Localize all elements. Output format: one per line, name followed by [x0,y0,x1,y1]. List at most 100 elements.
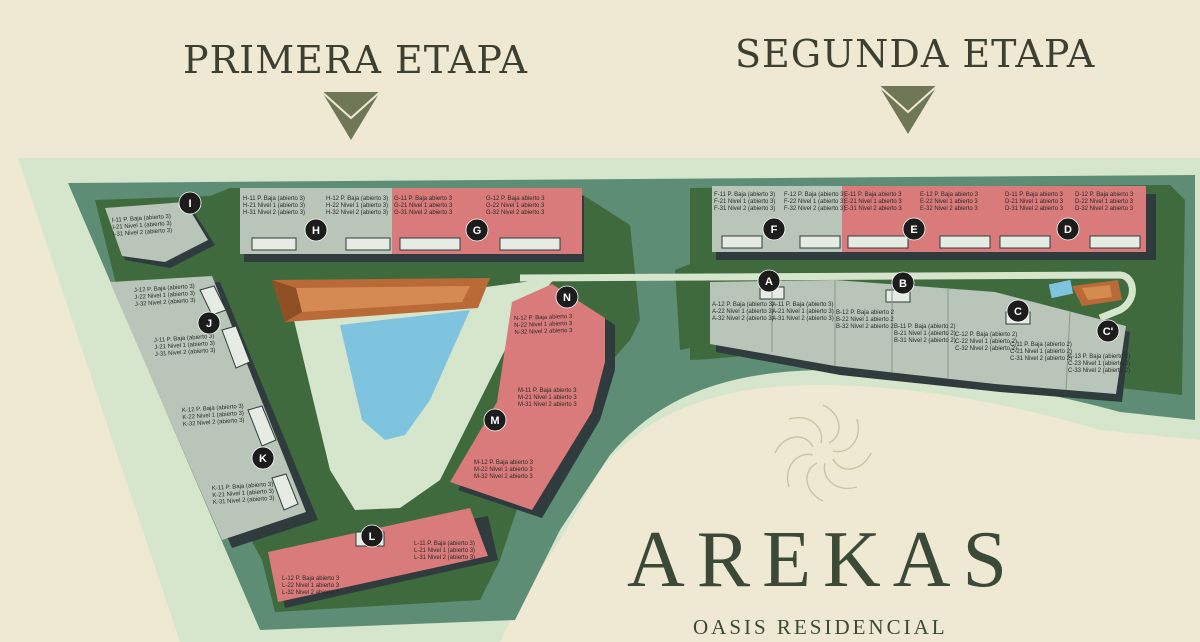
unit-label: M-31 Nivel 2 abierto 3 [518,402,577,408]
block-badge-label: N [563,292,571,304]
block-badge-label: F [771,224,778,236]
unit-label: E-22 Nivel 1 abierto 3 [920,199,978,205]
unit-label: G-22 Nivel 1 abierto 3 [486,203,545,209]
block-badge-H[interactable]: H [304,218,328,242]
block-badge-I[interactable]: I [178,191,202,215]
unit-label: F-31 Nivel 2 (abierto 3) [714,206,775,212]
unit-label: M-22 Nivel 1 abierto 3 [474,467,533,473]
unit-label: D-31 Nivel 2 abierto 3 [1005,206,1064,212]
unit-label: B-11 P. Baja (abierto 2) [894,324,955,330]
unit-label: A-11 P. Baja (abierto 3) [772,302,833,308]
unit-label: B-21 Nivel 1 (abierto 2) [894,331,956,337]
block-badge-J[interactable]: J [197,311,221,335]
block-badge-G[interactable]: G [465,218,489,242]
unit-label: N-32 Nivel 2 abierto 3 [514,328,573,336]
unit-label: D-21 Nivel 1 abierto 3 [1005,199,1064,205]
building-N-M [450,284,605,510]
unit-label: D-22 Nivel 1 abierto 3 [1075,199,1134,205]
block-badge-D[interactable]: D [1056,217,1080,241]
small-pavilion-roof [1072,280,1122,306]
unit-label: J-32 Nivel 2 (abierto 3) [135,298,196,308]
unit-label: M-11 P. Baja abierto 3 [518,388,577,394]
unit-label: B-22 Nivel 1 abierto 2 [836,317,894,323]
unit-label: I-31 Nivel 2 (abierto 3) [113,228,173,238]
unit-label: D-11 P. Baja abierto 3 [1005,192,1063,198]
unit-label: M-32 Nivel 2 abierto 3 [474,474,533,480]
unit-label: C-22 Nivel 1 (abierto 2) [955,339,1017,345]
block-badge-C-prime[interactable]: C' [1096,319,1120,343]
unit-label: L-32 Nivel 2 abierto 3 [282,590,340,596]
block-badge-label: A [765,276,773,288]
unit-label: K-11 P. Baja (abierto 3) [212,482,274,492]
unit-label: F-11 P. Baja (abierto 3) [714,192,775,198]
unit-label: J-21 Nivel 1 (abierto 3) [154,341,215,351]
block-badge-label: C' [1103,326,1114,338]
unit-label: C-31 Nivel 2 (abierto 2) [1010,356,1072,362]
brand-name: AREKAS [627,516,1020,604]
block-badge-A[interactable]: A [757,269,781,293]
unit-label: K-12 P. Baja (abierto 3) [182,404,244,414]
unit-label: E-31 Nivel 2 abierto 3 [844,206,902,212]
block-badge-label: M [490,415,499,427]
block-badge-L[interactable]: L [360,524,384,548]
unit-label: F-21 Nivel 1 (abierto 3) [714,199,775,205]
lake [340,310,470,440]
unit-label: A-12 P. Baja (abierto 3) [712,302,774,308]
unit-label: G-32 Nivel 2 abierto 3 [486,210,545,216]
unit-label: K-31 Nivel 2 (abierto 3) [213,496,275,506]
building-L [268,508,488,602]
unit-label: G-12 P. Baja abierto 3 [486,196,545,202]
block-badge-N[interactable]: N [555,285,579,309]
block-badge-K[interactable]: K [251,446,275,470]
unit-label: L-12 P. Baja abierto 3 [282,576,340,582]
block-badge-M[interactable]: M [483,408,507,432]
unit-label: A-22 Nivel 1 (abierto 3) [712,309,774,315]
unit-label: F-22 Nivel 1 (abierto 3) [784,199,845,205]
unit-label: L-11 P. Baja (abierto 3) [414,541,475,547]
unit-label: G-11 P. Baja abierto 3 [394,196,453,202]
stage-title-first: PRIMERA ETAPA [183,38,528,82]
block-badge-label: L [369,531,376,543]
unit-label: L-21 Nivel 1 (abierto 3) [414,548,475,554]
unit-label: F-32 Nivel 2 (abierto 3) [784,206,845,212]
block-badge-label: K [259,453,267,465]
unit-label: K-32 Nivel 2 (abierto 3) [183,418,245,428]
block-badge-F[interactable]: F [762,217,786,241]
unit-label: E-11 P. Baja abierto 3 [844,192,902,198]
unit-label: N-12 P. Baja abierto 3 [514,314,573,322]
unit-label: H-22 Nivel 1 (abierto 3) [326,203,388,209]
stage-marker-second-icon [878,85,938,134]
unit-label: C-32 Nivel 2 (abierto 2) [955,346,1017,352]
unit-label: C-23 Nivel 1 (abierto 2) [1068,361,1130,367]
unit-label: B-32 Nivel 2 abierto 2 [836,324,894,330]
block-badge-label: G [473,225,482,237]
unit-label: I-11 P. Baja (abierto 3) [112,214,171,224]
unit-label: K-21 Nivel 1 (abierto 3) [212,489,274,499]
pool [1048,279,1074,299]
unit-label: J-22 Nivel 1 (abierto 3) [134,291,195,301]
brand-swirl-icon [774,404,872,502]
block-badge-label: I [188,198,191,210]
block-badge-label: J [206,318,212,330]
block-badge-E[interactable]: E [902,217,926,241]
unit-label: D-32 Nivel 2 abierto 3 [1075,206,1134,212]
unit-label: M-21 Nivel 1 abierto 3 [518,395,577,401]
unit-label: C-12 P. Baja (abierto 2) [955,332,1017,338]
unit-label: F-12 P. Baja (abierto 3) [784,192,846,198]
unit-label: H-21 Nivel 1 (abierto 3) [243,203,305,209]
unit-label: H-32 Nivel 2 (abierto 3) [326,210,388,216]
unit-label: A-32 Nivel 2 (abierto 3) [712,316,774,322]
unit-label: I-21 Nivel 1 (abierto 3) [112,221,172,231]
stage-marker-first-icon [321,91,381,140]
unit-label: G-21 Nivel 1 abierto 3 [394,203,453,209]
unit-label: E-32 Nivel 2 abierto 3 [920,206,978,212]
unit-label: A-31 Nivel 2 (abierto 3) [772,316,834,322]
block-badge-label: H [312,225,320,237]
unit-label: B-31 Nivel 2 (abierto 2) [894,338,956,344]
block-badge-B[interactable]: B [891,271,915,295]
unit-label: A-21 Nivel 1 (abierto 3) [772,309,834,315]
pathway [519,271,1136,322]
block-badge-C[interactable]: C [1006,299,1030,323]
unit-label: D-12 P. Baja abierto 3 [1075,192,1134,198]
